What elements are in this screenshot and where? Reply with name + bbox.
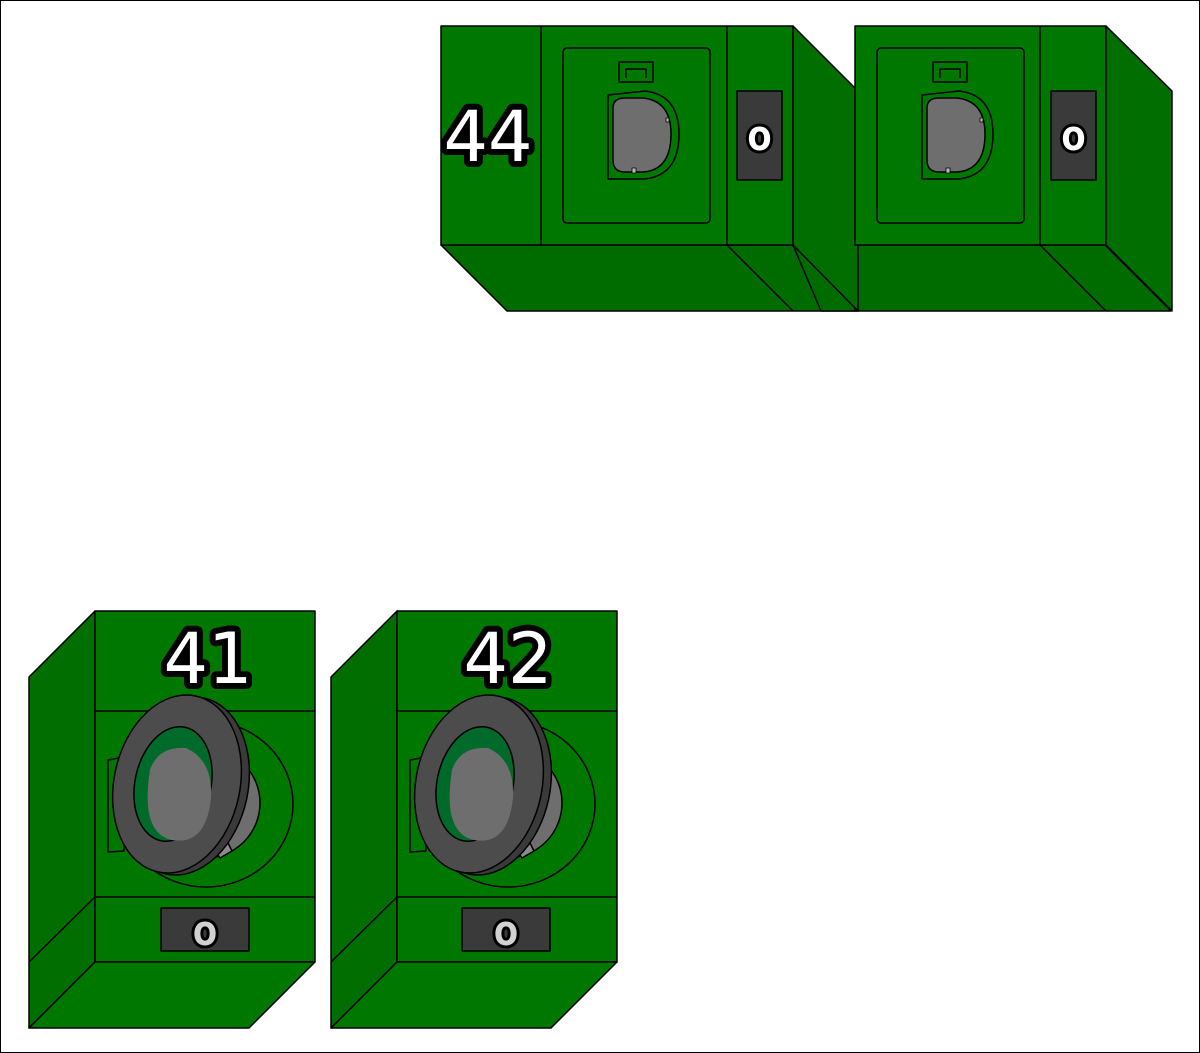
side-edge [28,896,96,963]
washer-door-glass-shade [449,747,514,841]
side-edge [330,896,398,963]
machine-number: 41 [163,618,252,700]
washer-door-glass-shade [147,747,212,841]
latch-icon [665,117,670,123]
dryer-side-face [792,25,859,312]
counter-label: o [747,111,772,160]
dryer-window-glass [612,97,672,173]
washer-bottom-face [28,961,316,1029]
counter-label: o [192,906,217,955]
counter-label: o [1061,111,1086,160]
counter-label: o [493,906,518,955]
machine-number: 44 [443,96,532,178]
washer-bottom-face [330,961,618,1029]
door-handle-icon [932,61,968,83]
washer-side-face [330,610,398,1029]
latch-icon [979,117,984,123]
hinge-icon [945,167,951,174]
washer-door[interactable] [97,683,258,885]
door-handle-icon [618,61,654,83]
counter-display [461,907,551,952]
bottom-edge [1039,244,1107,312]
door-handle-slot [625,68,647,78]
dryer-unit[interactable]: o 44 [437,25,794,246]
bottom-edge [726,244,794,312]
washer-door[interactable] [399,683,560,885]
washer-unit[interactable]: o 42 [330,610,618,1029]
washer-unit[interactable]: o 41 [28,610,316,1029]
hinge-icon [631,167,637,174]
dryer-bank: o 44 o [437,25,1173,312]
dryer-bottom-face [440,244,859,312]
dryer-unit[interactable]: o [854,25,1107,246]
washer-side-face [28,610,96,1029]
dryer-side-face [1105,25,1173,312]
counter-display [160,907,250,952]
machine-number: 42 [463,618,552,700]
counter-display [736,90,783,181]
dryer-window-glass [926,97,986,173]
door-handle-slot [939,68,961,78]
counter-display [1050,90,1097,181]
